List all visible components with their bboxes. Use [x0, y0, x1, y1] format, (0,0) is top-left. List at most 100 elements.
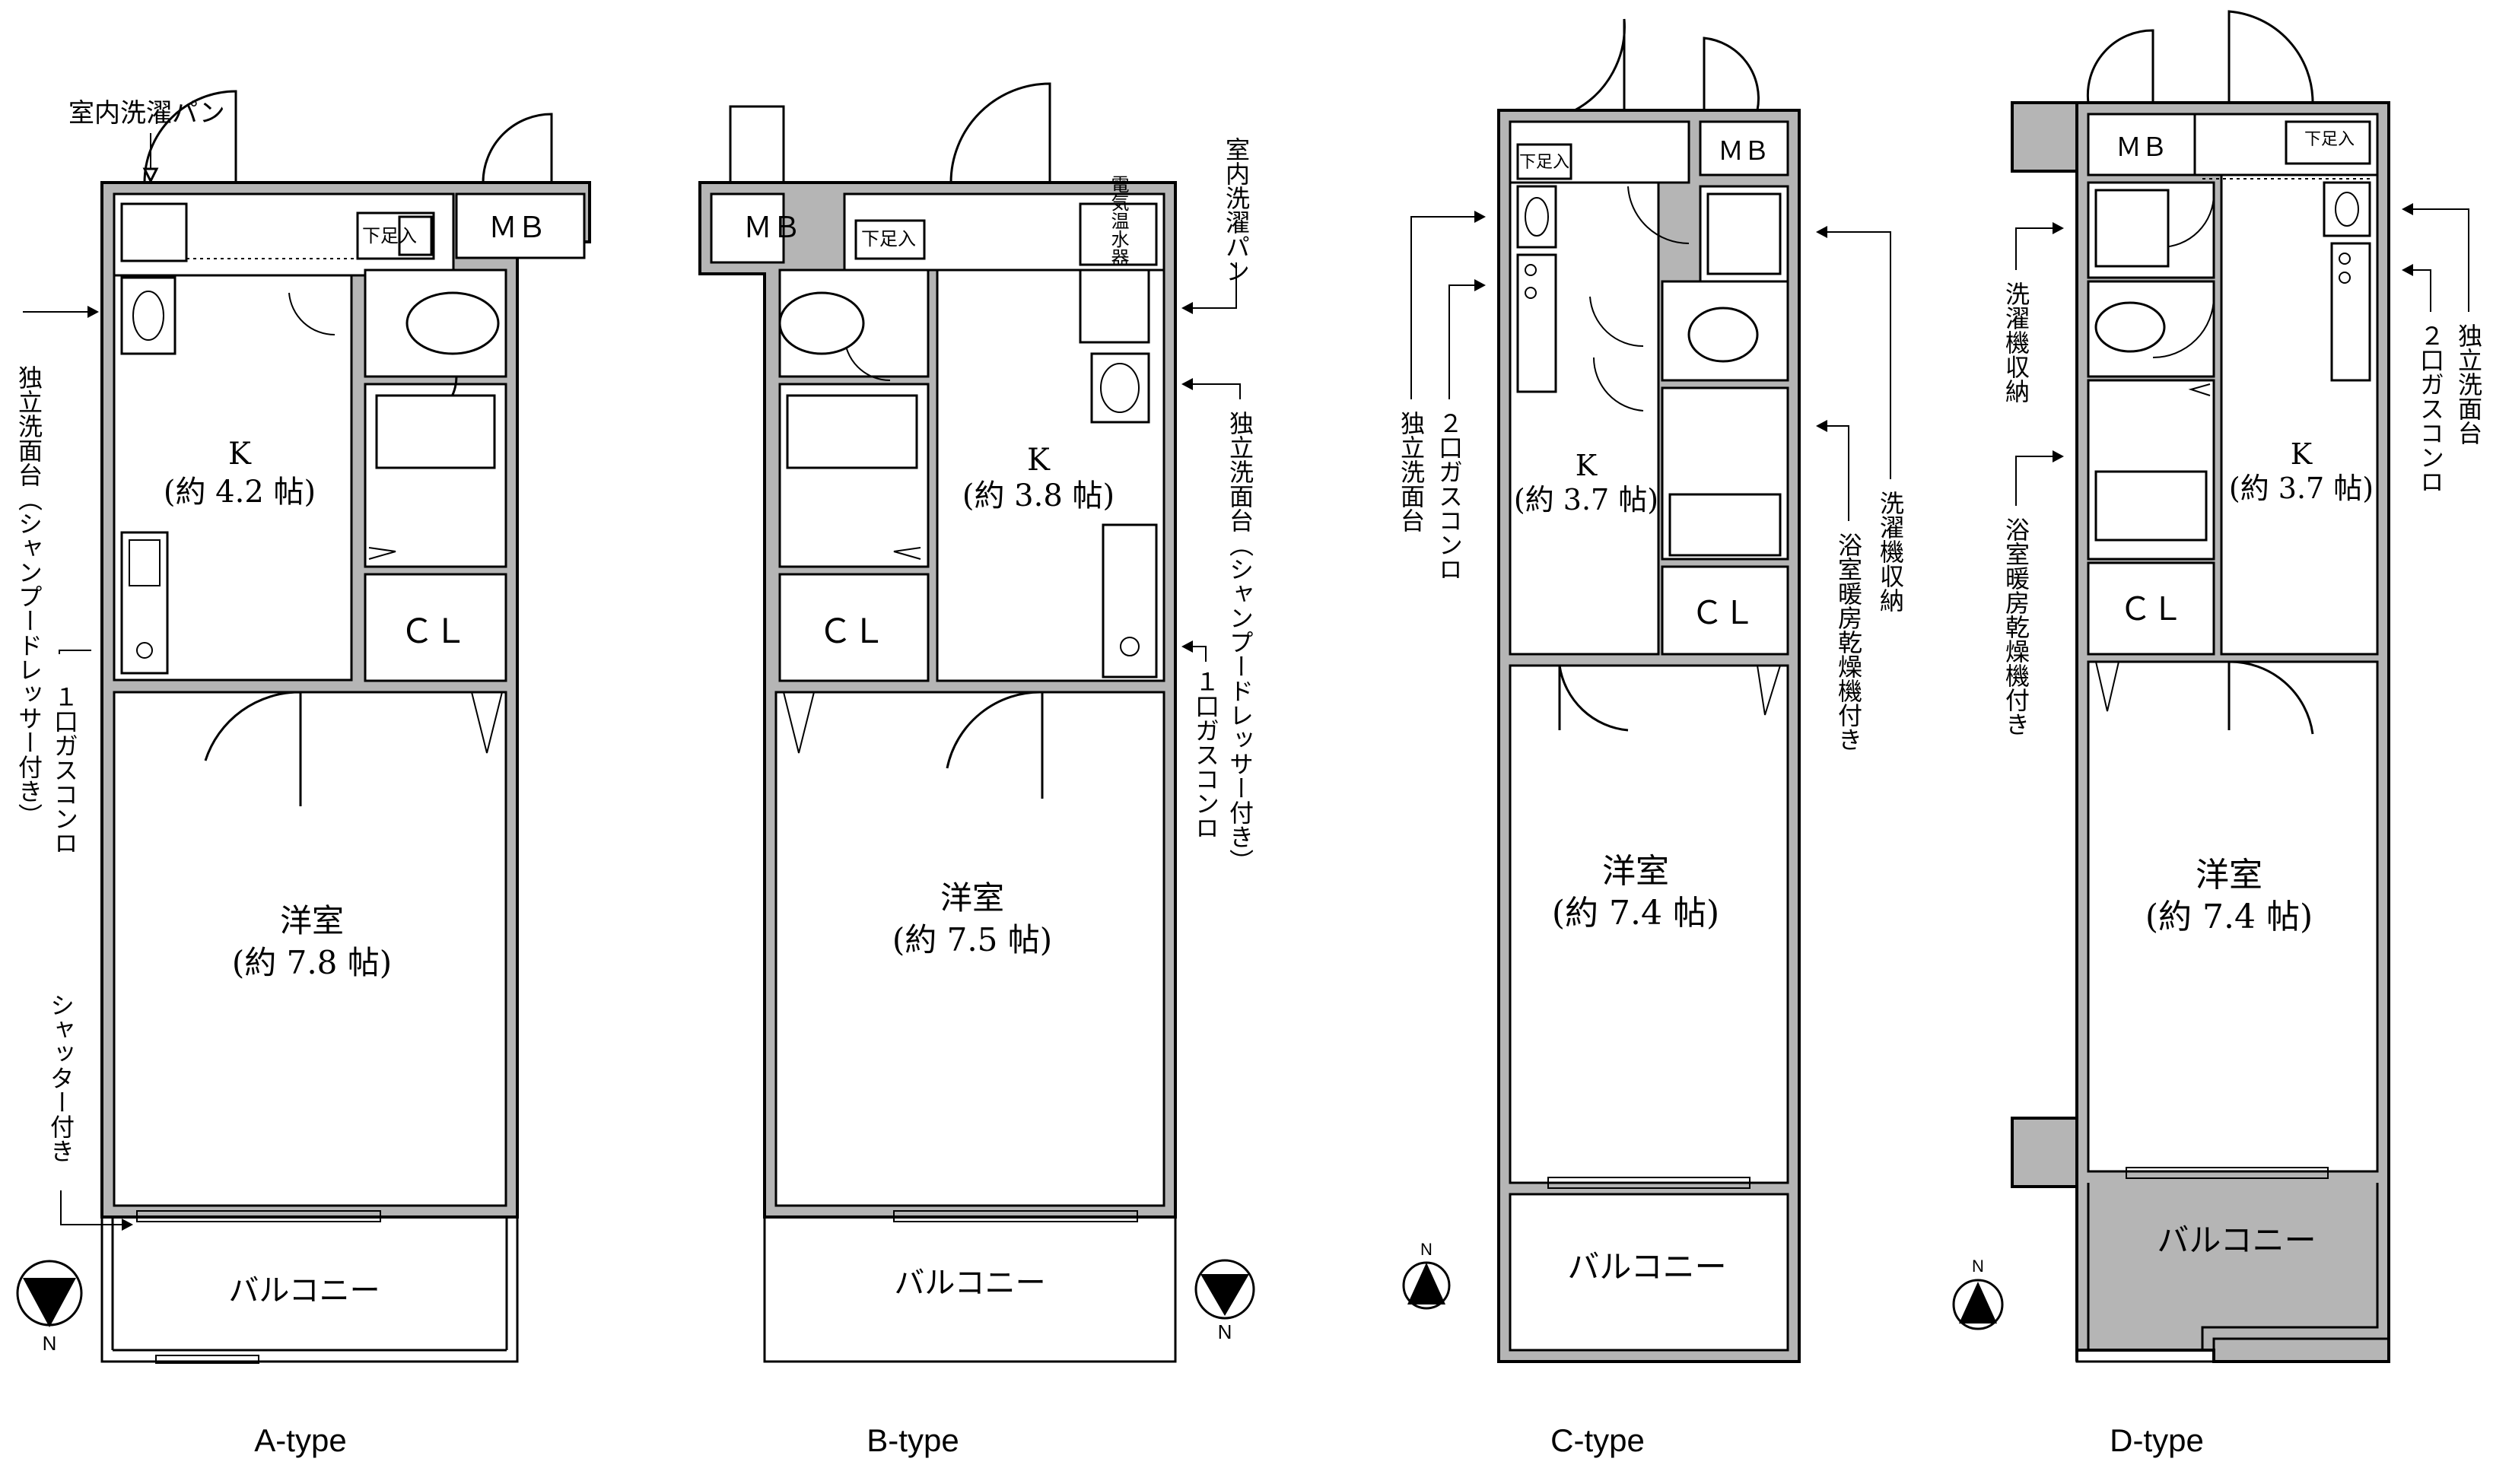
plan-b-room-size: (約 7.5 帖): [892, 921, 1052, 958]
plan-a-room-size: (約 7.8 帖): [232, 944, 392, 981]
plan-c-note-washer: 洗濯機収納: [1876, 491, 1905, 612]
plan-d-toilet-bowl: [2094, 301, 2166, 353]
plan-c-bathtub: [1668, 493, 1782, 557]
plan-c-room-size: (約 7.4 帖): [1552, 894, 1719, 933]
plan-a-mb-label: ＭＢ: [488, 211, 546, 244]
plan-d-type-label: D-type: [2110, 1422, 2204, 1458]
plan-b-north-icon: N: [1194, 1259, 1255, 1343]
plan-c-mb-box: [1699, 120, 1789, 176]
plan-c-kitchen: [1509, 181, 1660, 656]
plan-a-entrance-door: [143, 90, 237, 183]
plan-a-toilet-bowl: [405, 291, 500, 355]
plan-c-note-bath-dryer: 浴室暖房乾燥機付き: [1834, 532, 1863, 752]
plan-b-bathtub: [786, 394, 918, 469]
plan-d-shoe-box: [2285, 120, 2371, 165]
plan-d: K (約 3.7 帖) 洋室 (約 7.4 帖) ＣＬ ＭＢ 下足入 バルコニー…: [1952, 10, 2483, 1458]
plan-c: K (約 3.7 帖) 洋室 (約 7.4 帖) ＣＬ ＭＢ 下足入 バルコニー…: [1397, 18, 1905, 1458]
plan-d-foot-label: 下足入: [2304, 130, 2355, 149]
plan-d-closet-label: ＣＬ: [2119, 590, 2183, 628]
plan-d-room-label: 洋室: [2196, 856, 2262, 895]
plan-a-room-label: 洋室: [280, 902, 344, 939]
plan-a-closet-label: ＣＬ: [400, 612, 467, 651]
plan-b-heater-label: 電気温水器: [1108, 175, 1129, 266]
plan-a-north-icon: N: [16, 1260, 83, 1355]
plan-c-kitchen-size: (約 3.7 帖): [1514, 483, 1658, 516]
plan-d-kitchen-size: (約 3.7 帖): [2229, 472, 2374, 505]
plan-d-entrance-door: [2227, 10, 2314, 103]
plan-d-bathtub: [2094, 470, 2208, 542]
plan-d-mb-label: ＭＢ: [2116, 132, 2167, 163]
plan-b-kitchen-size: (約 3.8 帖): [962, 478, 1115, 513]
plan-c-kitchen-label: K: [1576, 449, 1598, 482]
plan-c-note-stove: ２口ガスコンロ: [1435, 411, 1464, 581]
plan-c-closet: [1661, 565, 1789, 656]
plan-b-note-washbasin: 独立洗面台（シャンプードレッサー付き）: [1226, 411, 1254, 873]
plan-c-shoe-box: [1516, 143, 1572, 180]
plan-c-room-label: 洋室: [1602, 852, 1669, 891]
plan-c-washer: [1706, 192, 1782, 275]
plan-c-note-washbasin: 独立洗面台: [1397, 411, 1426, 532]
svg-text:N: N: [43, 1332, 57, 1355]
plan-b-entrance-door: [949, 82, 1051, 183]
plan-a-type-label: A-type: [254, 1422, 346, 1458]
plan-a-washbasin: [120, 276, 176, 355]
plan-d-balcony-label: バルコニー: [2157, 1222, 2316, 1259]
plan-b-type-label: B-type: [867, 1422, 959, 1458]
plan-b-closet: [778, 573, 930, 682]
plan-c-balcony-label: バルコニー: [1567, 1248, 1726, 1285]
plan-b-note-laundry: 室内洗濯パン: [1222, 137, 1251, 283]
svg-text:N: N: [1420, 1240, 1433, 1259]
svg-text:N: N: [1972, 1257, 1984, 1276]
plan-c-foot-label: 下足入: [1519, 153, 1569, 172]
plan-a-note-shutter: シャッター付き: [46, 993, 75, 1163]
plan-d-room-size: (約 7.4 帖): [2145, 898, 2313, 936]
plan-b-closet-label: ＣＬ: [819, 612, 886, 651]
plan-d-stove: [2330, 242, 2371, 382]
plan-b-foot-label: 下足入: [861, 228, 916, 249]
plan-a-kitchen-size: (約 4.2 帖): [164, 475, 316, 510]
plan-a-note-washbasin: 独立洗面台（シャンプードレッサー付き）: [14, 365, 43, 828]
plan-d-balcony: [2075, 1179, 2390, 1363]
plan-c-entrance-door: [1574, 18, 1626, 112]
plan-d-note-washer: 洗濯機収納: [2002, 281, 2030, 403]
plan-a-balcony: [100, 1217, 519, 1363]
plan-b-shoe-box: [854, 219, 926, 260]
plan-d-north-icon: N: [1952, 1257, 2004, 1330]
svg-text:N: N: [1218, 1320, 1232, 1343]
plan-b-kitchen-label: K: [1027, 443, 1051, 478]
plan-c-balcony: [1509, 1193, 1789, 1352]
plan-b-mb-label: ＭＢ: [743, 211, 801, 244]
plan-d-western-room: [2087, 660, 2379, 1173]
plan-a-mb-box: [455, 192, 586, 259]
plan-c-type-label: C-type: [1550, 1422, 1645, 1458]
plan-c-western-room: [1509, 664, 1789, 1184]
plan-d-note-bath-dryer: 浴室暖房乾燥機付き: [2002, 517, 2030, 736]
plan-c-toilet-bowl: [1687, 307, 1759, 363]
plan-d-washer: [2094, 189, 2170, 268]
plan-a-western-room: [113, 691, 507, 1207]
plan-a-bathtub: [375, 394, 496, 469]
plan-b-water-heater: [1079, 202, 1158, 266]
plan-d-closet: [2087, 561, 2215, 656]
plan-a-foot-label: 下足入: [362, 225, 417, 246]
plan-b-laundry-pan: [1079, 269, 1150, 344]
plan-b-stove: [1102, 523, 1158, 678]
plan-d-note-stove: ２口ガスコンロ: [2416, 323, 2445, 494]
plan-b-balcony-label: バルコニー: [894, 1266, 1045, 1301]
plan-d-washbasin: [2323, 181, 2371, 237]
plan-d-kitchen-label: K: [2291, 437, 2313, 471]
plan-b: K (約 3.8 帖) 洋室 (約 7.5 帖) ＣＬ ＭＢ 下足入 電気温水器…: [698, 82, 1255, 1458]
plan-a-balcony-label: バルコニー: [228, 1273, 380, 1308]
plan-a-kitchen-label: K: [228, 437, 252, 472]
plan-b-toilet-bowl: [778, 291, 865, 355]
plan-c-stove: [1516, 253, 1557, 393]
plan-b-note-stove: １口ガスコンロ: [1191, 669, 1220, 840]
plan-b-balcony: [763, 1217, 1177, 1363]
plan-b-room-label: 洋室: [940, 879, 1004, 917]
plan-c-north-icon: N: [1402, 1240, 1451, 1310]
plan-b-western-room: [774, 691, 1165, 1207]
plan-a-closet: [364, 573, 507, 682]
plan-b-mb-box: [710, 192, 785, 264]
plan-d-note-washbasin: 独立洗面台: [2454, 323, 2483, 445]
